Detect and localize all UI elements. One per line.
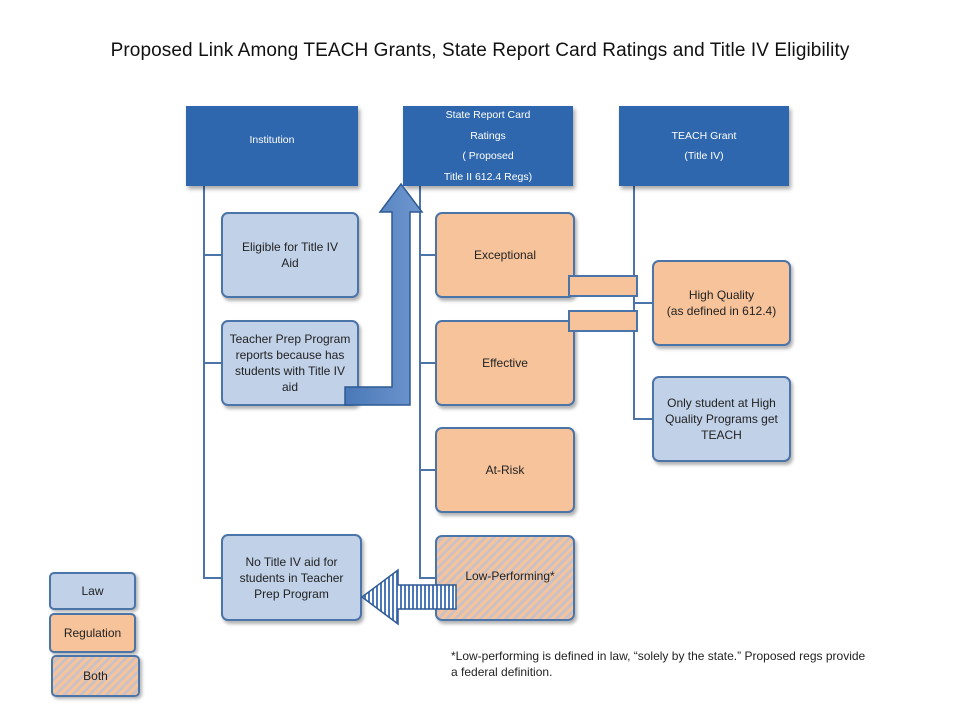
state-report-card-header-line-4: Title II 612.4 Regs) — [443, 170, 533, 183]
state-report-card-header-line-2: Ratings — [470, 129, 506, 142]
exceptional-to-high-quality-bridge — [568, 275, 638, 297]
institution-branch-line-1 — [203, 254, 223, 256]
teach-grant-header-line-2: (Title IV) — [684, 150, 724, 162]
rating-exceptional-text: Exceptional — [473, 248, 537, 262]
institution-trunk-line — [203, 186, 205, 578]
institution-header-line: Institution — [249, 134, 295, 146]
footnote: *Low-performing is defined in law, “sole… — [451, 649, 866, 679]
striped-left-arrow-icon — [360, 568, 457, 626]
ratings-branch-line-2 — [419, 362, 437, 364]
state-report-card-header: State Report Card Ratings ( Proposed Tit… — [403, 106, 573, 186]
rating-low-performing-box: Low-Performing* — [435, 535, 575, 621]
institution-branch-line-3 — [203, 577, 223, 579]
state-report-card-header-line-3: ( Proposed — [462, 150, 514, 162]
legend-both: Both — [51, 655, 140, 697]
rating-at-risk-box: At-Risk — [435, 427, 575, 513]
no-title-iv-aid-text: No Title IV aid for students in Teacher … — [239, 554, 344, 601]
rating-at-risk-text: At-Risk — [485, 463, 525, 477]
high-quality-text-line-2: (as defined in 612.4) — [666, 304, 777, 318]
effective-to-high-quality-bridge — [568, 310, 638, 332]
high-quality-text-line-1: High Quality — [688, 288, 755, 302]
rating-effective-text: Effective — [482, 356, 528, 370]
state-report-card-header-line-1: State Report Card — [445, 109, 531, 121]
legend-both-label: Both — [83, 669, 108, 683]
ratings-branch-line-1 — [419, 254, 437, 256]
teach-branch-line-2 — [633, 418, 654, 420]
teacher-prep-reports-box: Teacher Prep Program reports because has… — [221, 320, 359, 406]
page-title: Proposed Link Among TEACH Grants, State … — [110, 40, 850, 61]
rating-low-performing-text: Low-Performing* — [465, 569, 555, 583]
rating-effective-box: Effective — [435, 320, 575, 406]
teach-grant-header: TEACH Grant (Title IV) — [619, 106, 789, 186]
no-title-iv-aid-box: No Title IV aid for students in Teacher … — [221, 534, 362, 621]
institution-header: Institution — [186, 106, 358, 186]
only-students-teach-text: Only student at High Quality Programs ge… — [665, 396, 778, 442]
legend-regulation-label: Regulation — [63, 626, 122, 640]
rating-exceptional-box: Exceptional — [435, 212, 575, 298]
eligible-title-iv-text: Eligible for Title IV Aid — [241, 240, 339, 270]
teach-grant-header-line-1: TEACH Grant — [671, 130, 737, 142]
legend-regulation: Regulation — [49, 613, 136, 653]
ratings-trunk-line — [419, 186, 421, 578]
only-students-teach-box: Only student at High Quality Programs ge… — [652, 376, 791, 462]
bent-up-arrow-icon — [344, 182, 424, 406]
high-quality-box: High Quality (as defined in 612.4) — [652, 260, 791, 346]
legend-law: Law — [49, 572, 136, 610]
teach-branch-line-1 — [633, 302, 654, 304]
ratings-branch-line-4 — [419, 577, 437, 579]
teacher-prep-reports-text: Teacher Prep Program reports because has… — [229, 332, 351, 394]
legend-law-label: Law — [81, 584, 104, 598]
ratings-branch-line-3 — [419, 469, 437, 471]
eligible-title-iv-box: Eligible for Title IV Aid — [221, 212, 359, 298]
institution-branch-line-2 — [203, 362, 223, 364]
